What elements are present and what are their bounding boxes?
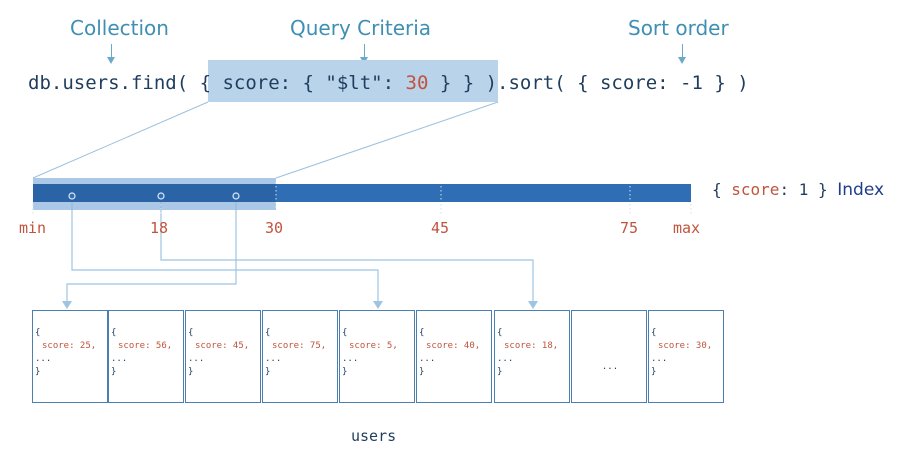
doc-score: score: 40, <box>426 341 481 351</box>
doc-open-brace: { <box>265 328 271 338</box>
doc-ellipsis: ... <box>419 354 436 364</box>
doc-score: score: 56, <box>118 341 173 351</box>
collection-caption: Collection <box>70 16 169 40</box>
doc-open-brace: { <box>111 328 117 338</box>
index-label-open: { <box>712 180 732 199</box>
doc-close-brace: } <box>419 367 425 377</box>
index-label-value: 1 <box>798 180 809 199</box>
doc-score: score: 25, <box>42 341 97 351</box>
doc-close-brace: } <box>497 367 503 377</box>
doc-close-brace: } <box>651 367 657 377</box>
index-label-field: score <box>731 180 780 199</box>
doc-ellipsis: ... <box>651 354 668 364</box>
tick-label-min: min <box>19 219 47 237</box>
query-command: db.users.find( { score: { "$lt": 30 } } … <box>28 70 749 96</box>
doc-score: score: 5, <box>349 341 398 351</box>
doc-ellipsis: ... <box>188 354 205 364</box>
query-prefix: db.users.find( <box>28 72 189 94</box>
doc-open-brace: { <box>497 328 503 338</box>
query-criteria-highlight <box>208 60 498 102</box>
query-criteria-open: { score: { "$lt": <box>188 72 406 94</box>
tick-label-max: max <box>673 219 701 237</box>
document-card: { score: 75, ... } <box>262 310 338 403</box>
doc-close-brace: } <box>111 367 117 377</box>
collection-arrow <box>107 44 115 64</box>
document-card: { score: 56, ... } <box>108 310 184 403</box>
doc-open-brace: { <box>342 328 348 338</box>
document-card: { score: 25, ... } <box>32 310 108 403</box>
sort-order-arrow <box>678 44 686 64</box>
document-card: { score: 45, ... } <box>185 310 261 403</box>
query-criteria-value: 30 <box>405 72 429 94</box>
doc-ellipsis: ... <box>342 354 359 364</box>
sort-order-caption: Sort order <box>628 16 729 40</box>
query-criteria-caption: Query Criteria <box>290 16 432 40</box>
index-range-fill <box>33 184 276 202</box>
doc-ellipsis: ... <box>111 354 128 364</box>
document-card: { score: 5, ... } <box>339 310 415 403</box>
tick-label-18: 18 <box>150 219 169 237</box>
doc-ellipsis: ... <box>265 354 282 364</box>
tick-label-45: 45 <box>431 219 450 237</box>
doc-ellipsis: ... <box>35 354 52 364</box>
doc-close-brace: } <box>188 367 194 377</box>
doc-score: score: 18, <box>504 341 559 351</box>
tick-label-30: 30 <box>265 219 284 237</box>
document-card: { score: 40, ... } <box>416 310 492 403</box>
index-label-word: Index <box>837 180 885 200</box>
query-criteria-close: } } <box>428 72 475 94</box>
document-card-elided: ... <box>571 310 647 403</box>
doc-open-brace: { <box>651 328 657 338</box>
document-card: { score: 18, ... } <box>494 310 570 403</box>
doc-open-brace: { <box>188 328 194 338</box>
query-sort-suffix: ).sort( { score: -1 } ) <box>474 72 749 94</box>
document-card: { score: 30, ... } <box>648 310 724 403</box>
doc-ellipsis: ... <box>601 362 619 372</box>
doc-ellipsis: ... <box>497 354 514 364</box>
doc-score: score: 45, <box>195 341 250 351</box>
index-label-close: } <box>808 180 828 199</box>
index-label: { score: 1 } Index <box>712 180 884 200</box>
tick-label-75: 75 <box>620 219 639 237</box>
doc-open-brace: { <box>419 328 425 338</box>
doc-close-brace: } <box>35 367 41 377</box>
doc-open-brace: { <box>35 328 41 338</box>
doc-score: score: 75, <box>272 341 327 351</box>
collection-name-label: users <box>351 427 397 445</box>
index-label-sep: : <box>779 180 799 199</box>
doc-close-brace: } <box>265 367 271 377</box>
doc-score: score: 30, <box>658 341 713 351</box>
doc-close-brace: } <box>342 367 348 377</box>
